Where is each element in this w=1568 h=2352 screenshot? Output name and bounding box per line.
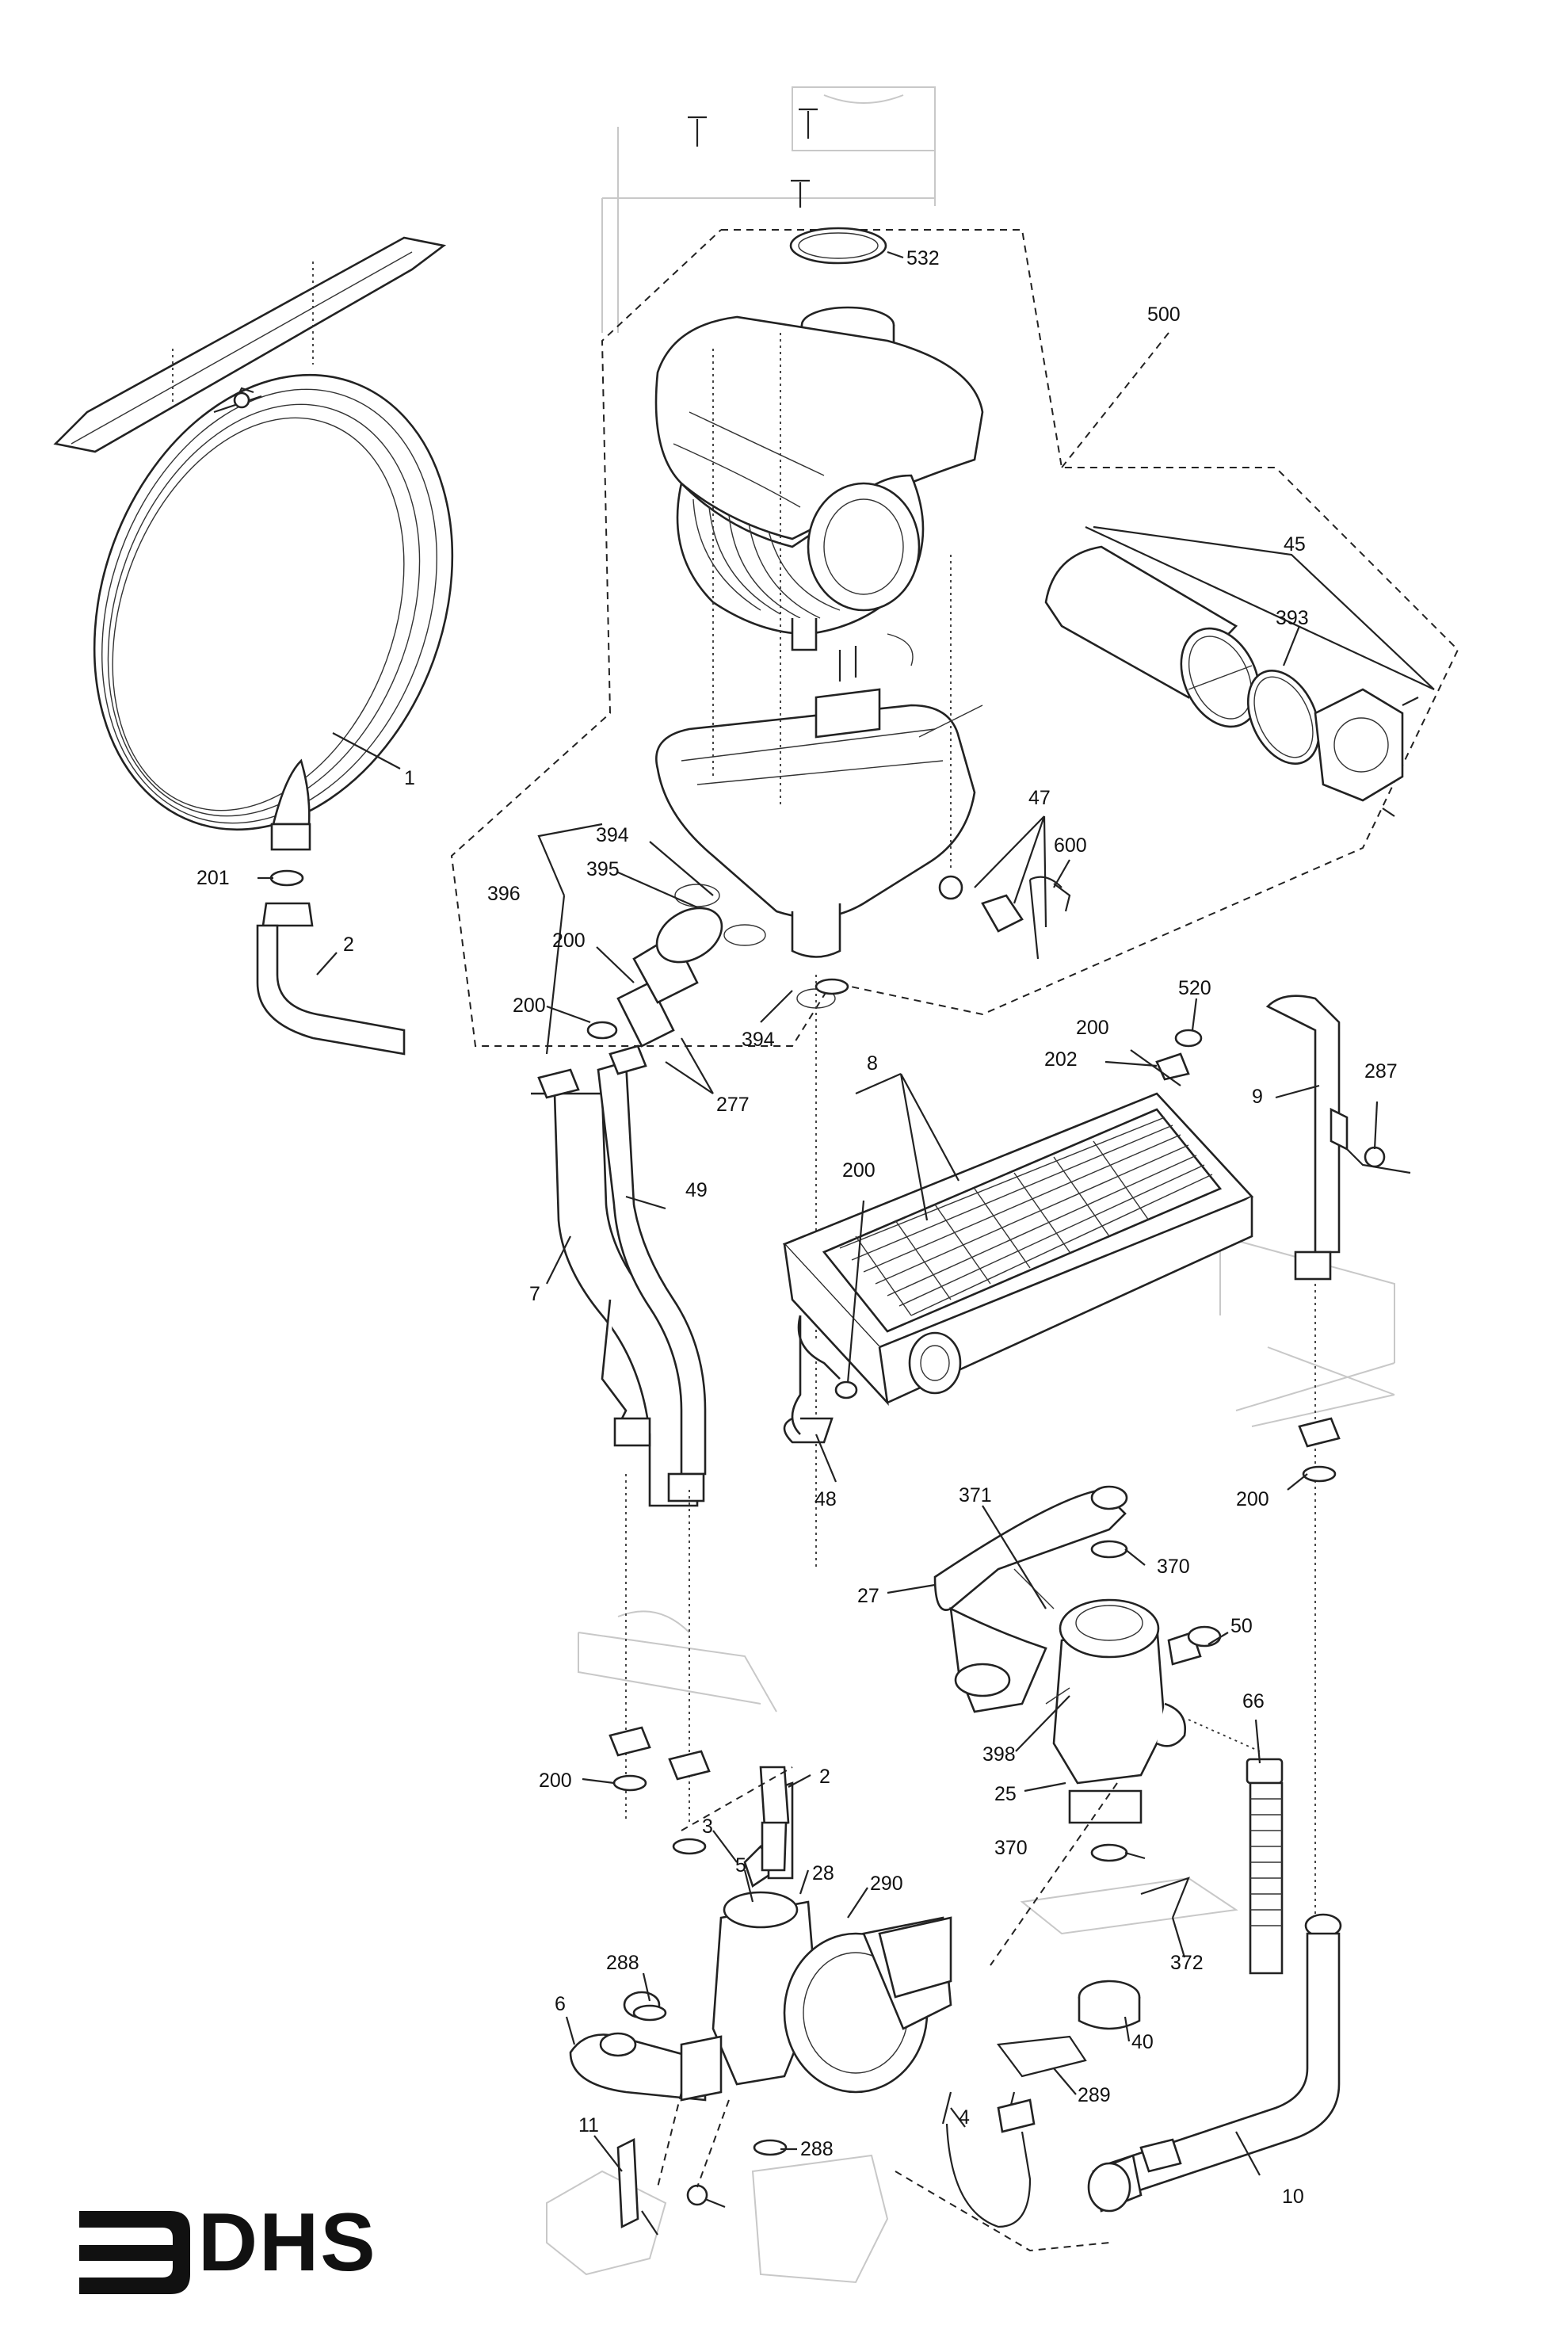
callout-labels: 532 500 45 393 1 201 2 47 600 394 395 39…: [196, 247, 1398, 2208]
arrow-bracket-icon: [79, 2211, 190, 2294]
callout-50: 50: [1230, 1615, 1253, 1637]
pipe-2-upper: [256, 869, 406, 1056]
diverter-valve-25: [933, 1485, 1222, 1919]
callout-398: 398: [982, 1743, 1016, 1766]
pump-3: [712, 1767, 952, 2094]
callout-48: 48: [815, 1488, 837, 1510]
heat-exchanger-8: [782, 1092, 1254, 1444]
cable-4: [941, 2091, 1036, 2228]
callout-2-upper: 2: [343, 934, 354, 956]
callout-49: 49: [685, 1179, 708, 1201]
callout-288-upper: 288: [606, 1952, 639, 1974]
pipe-9: [1155, 995, 1411, 1981]
fan-assembly: [450, 108, 1459, 1569]
callout-520: 520: [1178, 977, 1211, 999]
callout-10: 10: [1282, 2186, 1304, 2208]
callout-1: 1: [404, 767, 415, 789]
callout-28: 28: [812, 1862, 834, 1884]
callout-394-lower: 394: [742, 1029, 775, 1051]
callout-393: 393: [1276, 607, 1309, 629]
callout-45: 45: [1284, 533, 1306, 556]
callout-500: 500: [1147, 304, 1181, 326]
filter-40: [996, 1980, 1141, 2078]
callout-4: 4: [959, 2106, 970, 2129]
callout-200-d: 200: [842, 1159, 876, 1182]
callout-47: 47: [1028, 787, 1051, 809]
callout-6: 6: [555, 1993, 566, 2015]
callout-11: 11: [578, 2114, 599, 2136]
callout-600: 600: [1054, 834, 1087, 857]
callout-3: 3: [702, 1816, 713, 1838]
callout-2-lower: 2: [819, 1766, 830, 1788]
callout-201: 201: [196, 867, 230, 889]
flexible-hose-66: [1188, 1719, 1284, 1975]
callout-8: 8: [867, 1052, 878, 1075]
callout-40: 40: [1131, 2031, 1154, 2053]
dhs-logo: DHS: [198, 2197, 377, 2289]
leader-lines: [258, 250, 1435, 2176]
sensor-parts-47-600: [938, 875, 1071, 960]
callout-200-c: 200: [1076, 1017, 1109, 1039]
callout-370-upper: 370: [1157, 1556, 1190, 1578]
expansion-vessel: [53, 236, 454, 851]
callout-66: 66: [1242, 1690, 1265, 1712]
callout-9: 9: [1252, 1086, 1263, 1108]
callout-200-b: 200: [513, 995, 546, 1017]
callout-200-f: 200: [539, 1770, 572, 1792]
callout-287: 287: [1364, 1060, 1398, 1082]
callout-7: 7: [529, 1283, 540, 1305]
callout-394-upper: 394: [596, 824, 629, 846]
callout-200-a: 200: [552, 930, 586, 952]
callout-370-lower: 370: [994, 1837, 1028, 1859]
callout-289: 289: [1078, 2084, 1111, 2106]
callout-290: 290: [870, 1873, 903, 1895]
boiler-chassis-ghost: [546, 86, 1395, 2284]
burner-45: [1044, 526, 1435, 817]
callout-395: 395: [586, 858, 620, 880]
callout-202: 202: [1044, 1048, 1078, 1071]
pipes-7-49: [531, 884, 836, 1823]
pipe-6: [569, 1991, 723, 2102]
callout-371: 371: [959, 1484, 992, 1506]
callout-532: 532: [906, 247, 940, 269]
callout-277: 277: [716, 1094, 750, 1116]
callout-372: 372: [1170, 1952, 1204, 1974]
callout-288-lower: 288: [800, 2138, 834, 2160]
pipe-10: [1087, 1913, 1342, 2213]
callout-25: 25: [994, 1783, 1017, 1805]
callout-27: 27: [857, 1585, 879, 1607]
callout-396: 396: [487, 883, 521, 905]
callout-200-e: 200: [1236, 1488, 1269, 1510]
pipe-2-lower: [759, 1766, 790, 1872]
callout-5: 5: [735, 1854, 746, 1877]
